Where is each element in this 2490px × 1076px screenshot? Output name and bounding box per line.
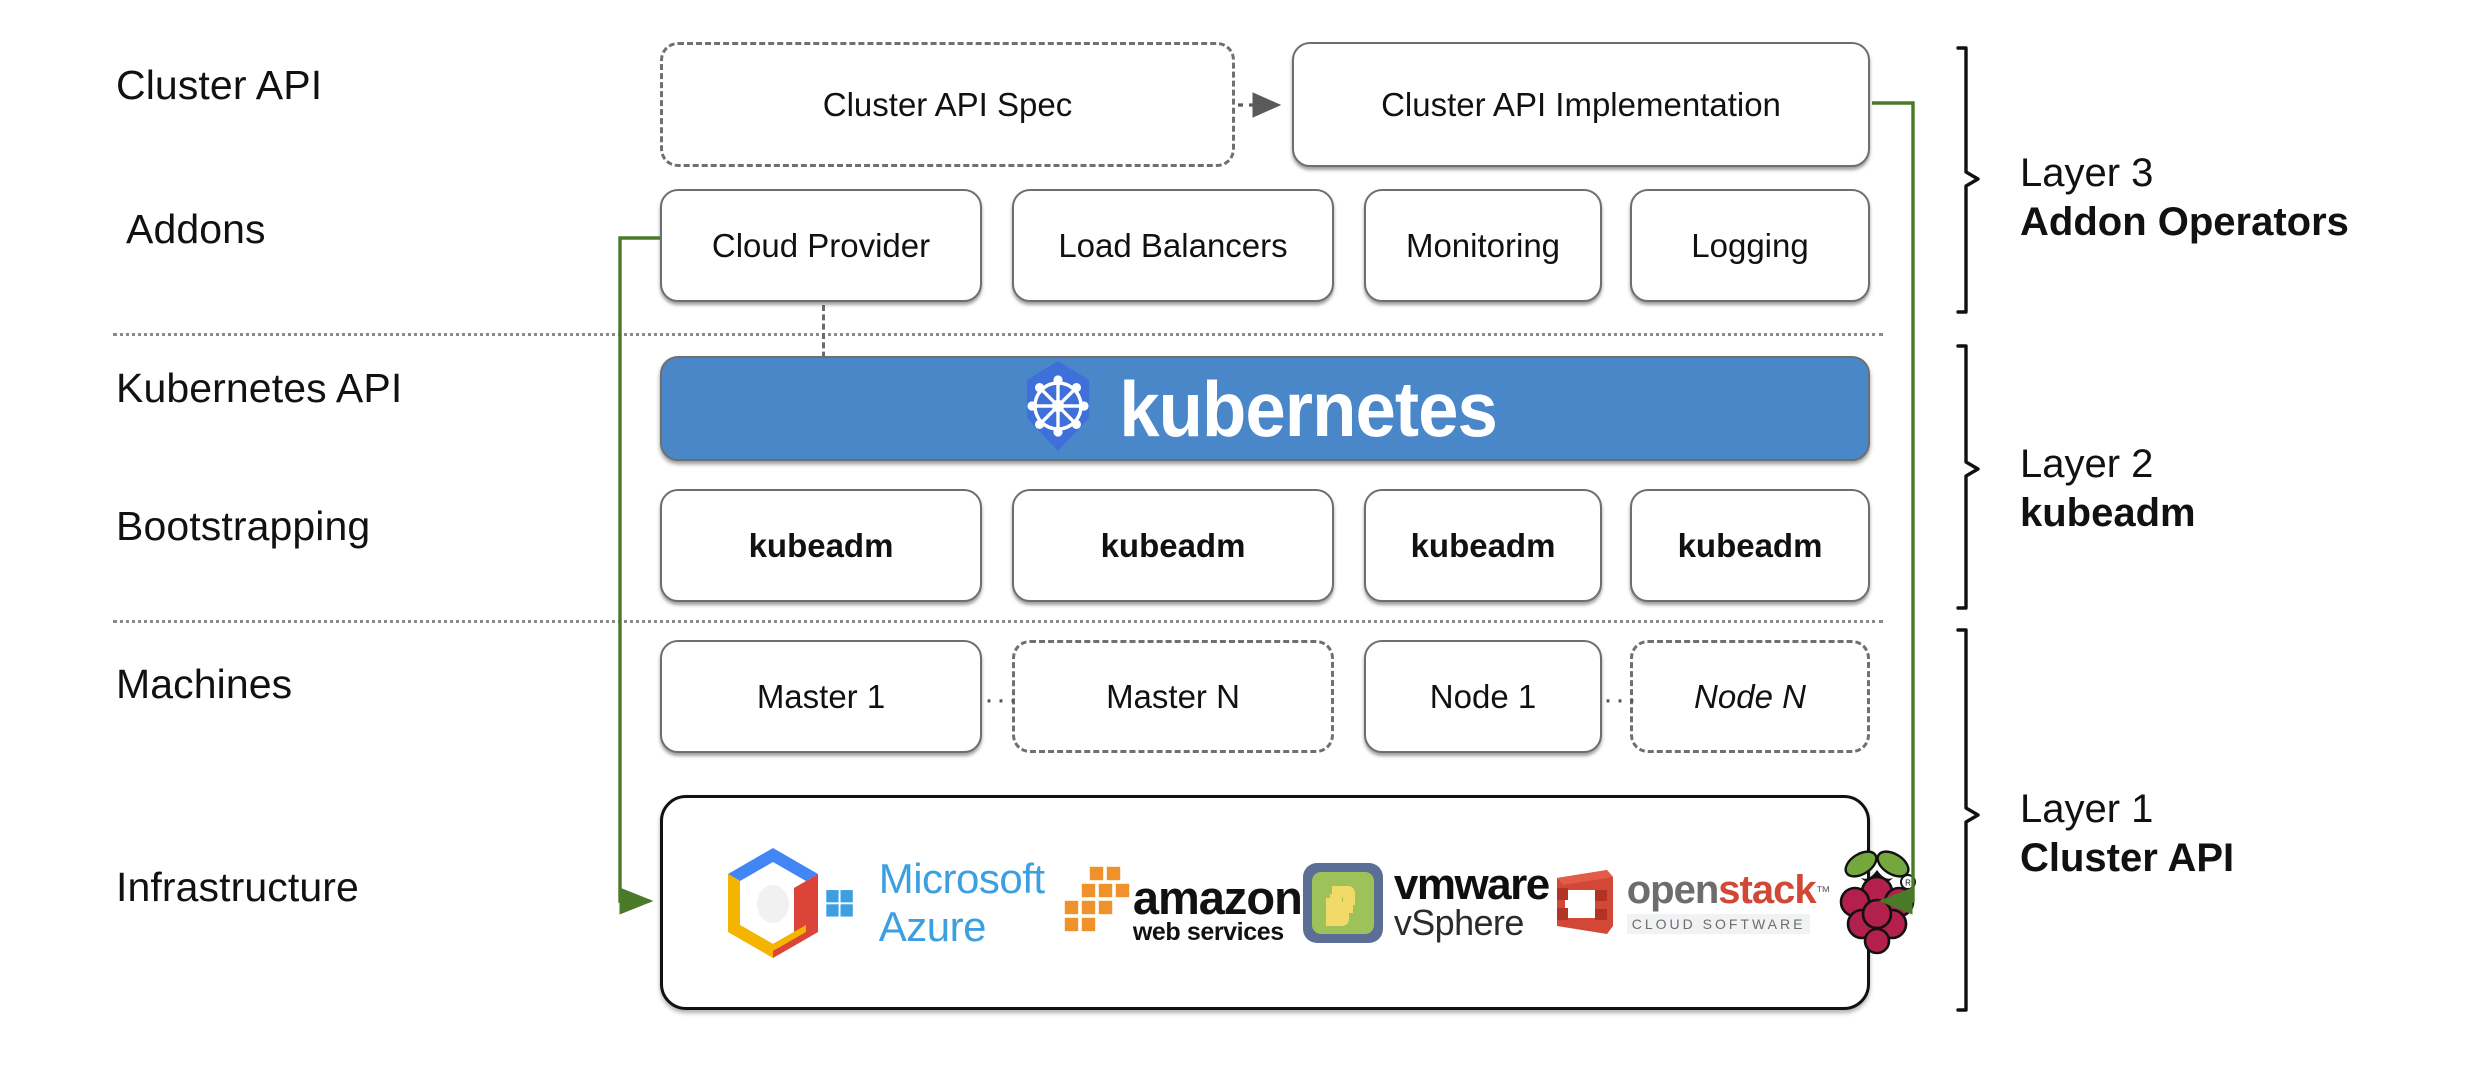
openstack-logo: openstack™ CLOUD SOFTWARE	[1549, 864, 1831, 942]
section-divider-bottom	[113, 620, 1883, 623]
bootstrap-box-3[interactable]: kubeadm	[1364, 489, 1602, 602]
bootstrap-label-2: kubeadm	[1100, 526, 1246, 564]
openstack-tagline: CLOUD SOFTWARE	[1626, 914, 1811, 934]
bootstrap-label-1: kubeadm	[748, 526, 894, 564]
machine-label-master-n: Master N	[1106, 677, 1240, 715]
machine-label-master-1: Master 1	[756, 677, 886, 715]
addon-label-cloud-provider: Cloud Provider	[711, 226, 931, 264]
section-divider-top	[113, 333, 1883, 336]
addon-box-logging[interactable]: Logging	[1630, 189, 1870, 302]
cluster-api-spec-box[interactable]: Cluster API Spec	[660, 42, 1235, 167]
addon-box-cloud-provider[interactable]: Cloud Provider	[660, 189, 982, 302]
layer-2-bracket	[1956, 344, 1980, 610]
machines-ellipsis-2: ···	[1603, 683, 1639, 716]
openstack-open-text: open	[1626, 868, 1720, 912]
layer-2-name: kubeadm	[2020, 490, 2196, 535]
layer-2-caption: Layer 2 kubeadm	[2020, 440, 2196, 538]
layer-3-name: Addon Operators	[2020, 199, 2349, 244]
vsphere-text: vSphere	[1393, 902, 1524, 944]
amazon-wordmark: amazon	[1132, 871, 1303, 925]
vmware-vsphere-logo: vmware vSphere	[1302, 859, 1550, 944]
layer-1-name: Cluster API	[2020, 835, 2235, 880]
row-label-infrastructure: Infrastructure	[116, 864, 359, 910]
bootstrap-box-4[interactable]: kubeadm	[1630, 489, 1870, 602]
amazon-web-services-logo: amazon web services	[1061, 860, 1303, 946]
kubernetes-wordmark: kubernetes	[1119, 364, 1498, 453]
bootstrap-label-3: kubeadm	[1410, 526, 1556, 564]
openstack-stack-text: stack	[1718, 868, 1816, 912]
cloud-provider-to-kubernetes-connector	[822, 305, 825, 367]
addon-label-monitoring: Monitoring	[1405, 226, 1561, 264]
machine-label-node-1: Node 1	[1429, 677, 1537, 715]
addon-label-load-balancers: Load Balancers	[1058, 226, 1288, 264]
raspberry-pi-logo: R	[1831, 844, 1923, 962]
cluster-api-spec-label: Cluster API Spec	[822, 85, 1073, 123]
machine-box-master-1[interactable]: Master 1	[660, 640, 982, 753]
addon-label-logging: Logging	[1691, 226, 1809, 264]
machine-label-node-n: Node N	[1694, 677, 1806, 715]
layer-3-caption: Layer 3 Addon Operators	[2020, 149, 2349, 247]
kubernetes-banner[interactable]: kubernetes	[660, 356, 1870, 461]
machines-ellipsis-1: ···	[984, 683, 1020, 716]
addon-box-load-balancers[interactable]: Load Balancers	[1012, 189, 1334, 302]
bootstrap-box-1[interactable]: kubeadm	[660, 489, 982, 602]
microsoft-azure-logo: Microsoft Azure	[825, 855, 1061, 951]
machine-box-master-n[interactable]: Master N	[1012, 640, 1334, 753]
row-label-machines: Machines	[116, 661, 293, 707]
layer-1-bracket	[1956, 628, 1980, 1012]
layer-3-bracket	[1956, 46, 1980, 314]
cluster-api-implementation-label: Cluster API Implementation	[1381, 85, 1781, 123]
kubernetes-helm-wheel-icon	[1019, 358, 1097, 459]
machine-box-node-1[interactable]: Node 1	[1364, 640, 1602, 753]
bootstrap-label-4: kubeadm	[1677, 526, 1823, 564]
row-label-addons: Addons	[126, 206, 266, 252]
svg-text:R: R	[1905, 878, 1911, 887]
cloud-provider-to-infrastructure-arrow	[618, 236, 660, 915]
aws-web-services-text: web services	[1132, 917, 1284, 946]
layer-3-number: Layer 3	[2020, 151, 2154, 195]
microsoft-azure-wordmark: Microsoft Azure	[878, 854, 1045, 950]
row-label-kubernetes-api: Kubernetes API	[116, 365, 403, 411]
bootstrap-box-2[interactable]: kubeadm	[1012, 489, 1334, 602]
row-label-cluster-api: Cluster API	[116, 62, 323, 108]
google-cloud-platform-logo	[721, 844, 825, 962]
layer-2-number: Layer 2	[2020, 442, 2154, 486]
vmware-wordmark: vmware	[1393, 859, 1550, 909]
layer-1-number: Layer 1	[2020, 787, 2154, 831]
addon-box-monitoring[interactable]: Monitoring	[1364, 189, 1602, 302]
implementation-to-infrastructure-arrow	[1872, 101, 1915, 915]
layer-1-caption: Layer 1 Cluster API	[2020, 785, 2234, 883]
infrastructure-providers-box[interactable]: Microsoft Azure amazon	[660, 795, 1916, 1010]
cluster-api-implementation-box[interactable]: Cluster API Implementation	[1292, 42, 1870, 167]
row-label-bootstrapping: Bootstrapping	[116, 503, 371, 549]
machine-box-node-n[interactable]: Node N	[1630, 640, 1870, 753]
